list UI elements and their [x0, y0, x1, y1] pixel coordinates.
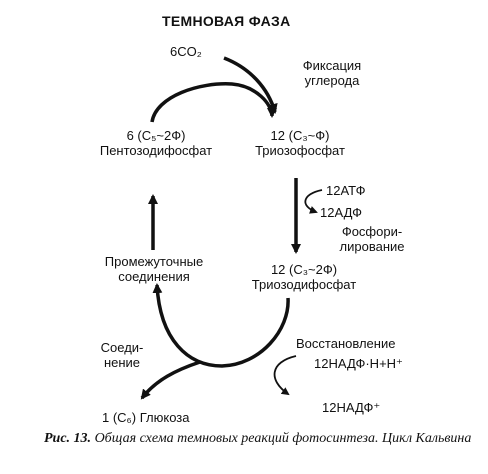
node-name: Триозофосфат	[255, 143, 345, 158]
node-name: Триозодифосфат	[251, 277, 357, 292]
intermediate-compounds: Промежуточные соединения	[104, 254, 204, 284]
nadph-label: 12НАДФ·Н+Н⁺	[314, 356, 403, 371]
reduction-label: Восстановление	[296, 336, 396, 351]
glucose-label: 1 (C₆) Глюкоза	[102, 410, 190, 425]
top-arc-arrow	[150, 82, 277, 123]
figure-caption: Рис. 13. Общая схема темновых реакций фо…	[44, 430, 484, 447]
joining-label: Соеди- нение	[100, 340, 144, 370]
fixation-label: Фиксация углерода	[302, 58, 362, 88]
caption-text: Общая схема темновых реакций фотосинтеза…	[94, 431, 472, 446]
node-formula: 12 (C₃~Ф)	[270, 128, 330, 143]
node-triose-phosphate: 12 (C₃~Ф) Триозофосфат	[240, 128, 360, 158]
bottom-loop-arrow	[152, 283, 290, 368]
phosphorylation-label: Фосфори- лирование	[339, 224, 405, 254]
node-name: Пентозодифосфат	[99, 143, 213, 158]
node-formula: 6 (C₅~2Ф)	[126, 128, 186, 143]
nadp-label: 12НАДФ⁺	[322, 400, 381, 415]
node-formula: 12 (C₃~2Ф)	[270, 262, 338, 277]
node-triose-diphosphate: 12 (C₃~2Ф) Триозодифосфат	[242, 262, 366, 292]
atp-label: 12АТФ	[326, 183, 366, 198]
co2-label: 6CO₂	[170, 44, 202, 59]
node-pentose-diphosphate: 6 (C₅~2Ф) Пентозодифосфат	[96, 128, 216, 158]
atp-adp-curve	[304, 189, 323, 214]
co2-input-arrow	[223, 56, 278, 114]
adp-label: 12АДФ	[320, 205, 362, 220]
title: ТЕМНОВАЯ ФАЗА	[162, 13, 291, 29]
glucose-output-arrow	[140, 360, 201, 400]
caption-number: Рис. 13.	[44, 431, 92, 446]
nadph-nadp-curve	[273, 355, 297, 396]
